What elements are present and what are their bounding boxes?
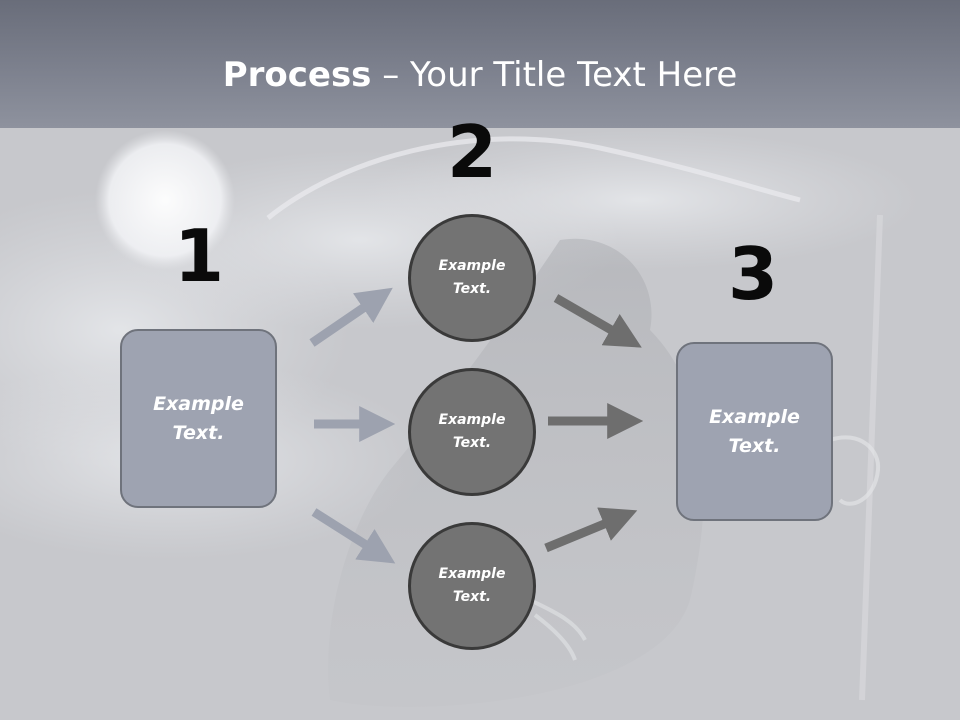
circle-top-label: Example Text. bbox=[438, 258, 506, 297]
circle-bottom: Example Text. bbox=[408, 522, 536, 650]
arrow-top-to-right bbox=[553, 294, 642, 348]
step-number-1: 1 bbox=[173, 214, 225, 298]
scythe-blade bbox=[266, 136, 801, 220]
left-box: Example Text. bbox=[120, 329, 277, 508]
title-bold: Process bbox=[222, 55, 372, 95]
arrow-left-to-top bbox=[309, 287, 393, 347]
scythe-handle bbox=[859, 214, 883, 701]
moon-icon bbox=[95, 130, 235, 270]
title-rest: – Your Title Text Here bbox=[371, 55, 738, 95]
skeletal-hand-right bbox=[829, 435, 881, 506]
arrow-bottom-to-right bbox=[544, 507, 638, 553]
right-box-label: Example Text. bbox=[709, 405, 800, 457]
arrow-left-to-bottom bbox=[311, 508, 396, 564]
slide-title: Process – Your Title Text Here bbox=[0, 52, 960, 98]
step-number-2: 2 bbox=[446, 110, 498, 194]
right-box: Example Text. bbox=[676, 342, 833, 521]
skeletal-hand-left bbox=[529, 598, 587, 661]
circle-top: Example Text. bbox=[408, 214, 536, 342]
title-band bbox=[0, 0, 960, 128]
left-box-label: Example Text. bbox=[153, 392, 244, 444]
step-number-3: 3 bbox=[727, 232, 779, 316]
circle-middle: Example Text. bbox=[408, 368, 536, 496]
circle-middle-label: Example Text. bbox=[438, 412, 506, 451]
circle-bottom-label: Example Text. bbox=[438, 566, 506, 605]
